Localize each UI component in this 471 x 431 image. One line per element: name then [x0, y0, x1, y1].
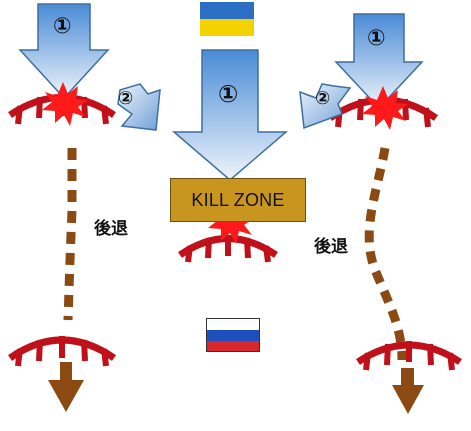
russia-flag-red-stripe	[207, 341, 259, 351]
retreat-label-right: 後退	[314, 237, 348, 257]
retreat-arrowhead-left	[48, 380, 84, 412]
arrow-one-center	[171, 49, 289, 181]
arrow-two-right	[299, 83, 352, 130]
ukraine-flag	[200, 2, 254, 36]
explosion-top-right	[362, 86, 408, 130]
step-one-badge-center: ①	[218, 80, 239, 108]
ukraine-flag-top-stripe	[200, 2, 254, 19]
retreat-arrowhead-right	[392, 385, 424, 414]
trench-bottom-right	[356, 341, 462, 371]
retreat-arrow-stem-right	[401, 368, 414, 386]
step-two-badge-left: ②	[118, 88, 134, 109]
explosion-top-left	[42, 82, 88, 126]
step-one-badge-left: ①	[53, 14, 72, 39]
arrow-one-left	[18, 3, 110, 100]
russia-flag	[206, 318, 260, 352]
trench-center	[178, 235, 278, 263]
kill-zone-box: KILL ZONE	[170, 178, 306, 222]
retreat-path-right	[364, 147, 407, 361]
ukraine-flag-bottom-stripe	[200, 19, 254, 36]
retreat-label-left: 後退	[94, 219, 128, 239]
arrow-two-left	[117, 83, 161, 131]
russia-flag-blue-stripe	[207, 330, 259, 341]
kill-zone-label: KILL ZONE	[191, 189, 285, 210]
step-one-badge-right: ①	[367, 26, 386, 51]
trench-bottom-left	[8, 336, 116, 367]
retreat-path-left	[63, 148, 77, 321]
retreat-arrow-stem-left	[60, 362, 72, 382]
russia-flag-white-stripe	[207, 319, 259, 330]
step-two-badge-right: ②	[315, 88, 331, 109]
arrow-one-right	[334, 13, 424, 110]
